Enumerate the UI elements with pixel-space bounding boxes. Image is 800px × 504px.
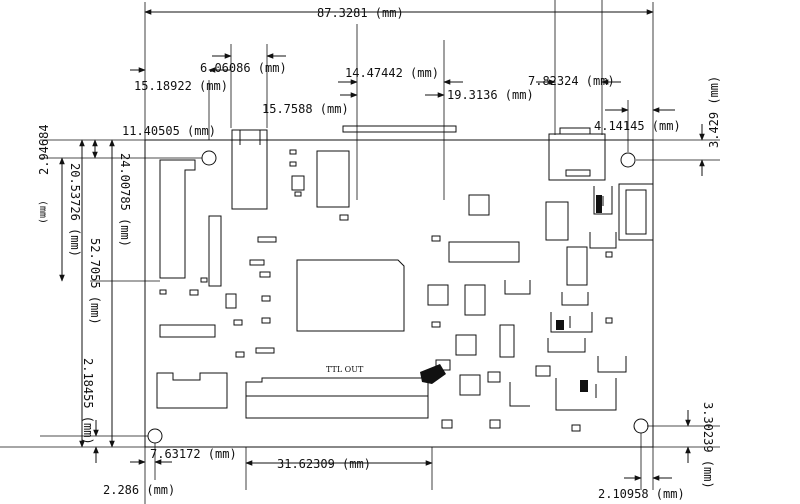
dim-15-18922: 15.18922 (mm)	[134, 79, 228, 93]
ic-top	[316, 150, 350, 208]
top-edge-connector	[342, 125, 457, 133]
dim-2-18455: 2.18455 (mm)	[81, 358, 95, 445]
usb-connector	[548, 127, 606, 181]
dim-2-94684-unit: (mm)	[37, 200, 48, 224]
extension-lines	[0, 0, 720, 504]
ttl-out-connector	[245, 377, 429, 419]
dim-2-10958: 2.10958 (mm)	[598, 487, 685, 501]
mounting-holes	[147, 150, 649, 444]
dim-overall-width: 87.3281 (mm)	[317, 6, 404, 20]
dim-24-00785: 24.00785 (mm)	[118, 153, 132, 247]
dim-7-63172: 7.63172 (mm)	[150, 447, 237, 461]
mounting-hole-top-right	[620, 152, 636, 168]
bottom-left-connector	[156, 372, 228, 409]
board-components	[156, 125, 654, 432]
dim-20-53726: 20.53726 (mm)	[68, 163, 82, 257]
dim-2-286: 2.286 (mm)	[103, 483, 175, 497]
side-connector	[618, 183, 654, 241]
dim-7-82324: 7.82324 (mm)	[528, 74, 615, 88]
logo-mark	[420, 364, 446, 384]
dimension-labels: 87.3281 (mm) 6.06086 (mm) 15.18922 (mm) …	[37, 6, 721, 501]
mounting-hole-bottom-left	[147, 428, 163, 444]
dim-3-429: 3.429 (mm)	[707, 76, 721, 148]
connector-label: TTL OUT	[326, 365, 364, 374]
dim-6-06086: 6.06086 (mm)	[200, 61, 287, 75]
dim-19-3136: 19.3136 (mm)	[447, 88, 534, 102]
main-ic	[296, 259, 405, 332]
dim-2-94684: 2.94684	[37, 124, 51, 175]
mounting-hole-top-left	[201, 150, 217, 166]
dim-15-7588: 15.7588 (mm)	[262, 102, 349, 116]
dim-52-7055: 52.7055 (mm)	[88, 238, 102, 325]
dim-4-14145: 4.14145 (mm)	[594, 119, 681, 133]
dim-3-30239: 3.30239 (mm)	[701, 402, 715, 489]
board-outline	[144, 139, 654, 448]
mounting-hole-bottom-right	[633, 418, 649, 434]
dimension-lines	[59, 9, 705, 481]
dim-14-47442: 14.47442 (mm)	[345, 66, 439, 80]
left-header	[159, 159, 196, 279]
dim-11-40505: 11.40505 (mm)	[122, 124, 216, 138]
dim-31-62309: 31.62309 (mm)	[277, 457, 371, 471]
power-jack	[231, 129, 268, 210]
